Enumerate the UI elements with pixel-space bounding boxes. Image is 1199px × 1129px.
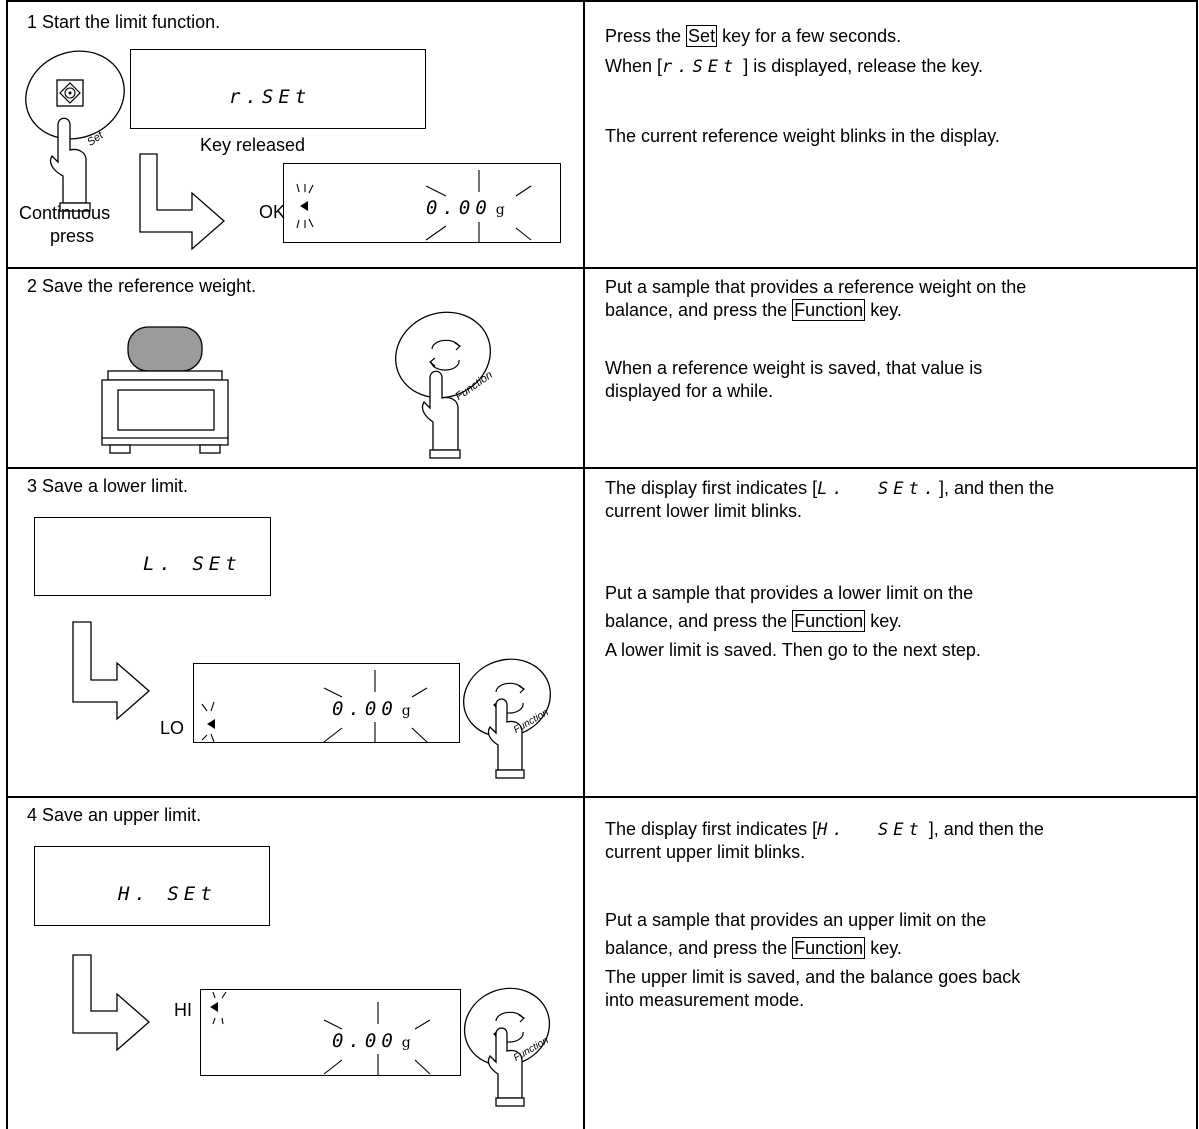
- instruction-line: Put a sample that provides an upper limi…: [605, 909, 986, 932]
- instruction-text: key.: [865, 938, 902, 958]
- instruction-text: The display first indicates [: [605, 819, 817, 839]
- table-column-divider: [583, 0, 585, 1129]
- instruction-line: into measurement mode.: [605, 989, 804, 1012]
- display-code: H. SEt: [817, 820, 924, 840]
- instruction-text: ], and then the: [939, 478, 1054, 498]
- instruction-line: Press the Set key for a few seconds.: [605, 25, 901, 48]
- instruction-text: Press the: [605, 26, 686, 46]
- function-key-ref: Function: [792, 610, 865, 632]
- instruction-line: The upper limit is saved, and the balanc…: [605, 966, 1020, 989]
- instruction-line: When [r.SEt ] is displayed, release the …: [605, 55, 983, 79]
- instruction-text: The display first indicates [: [605, 478, 817, 498]
- instruction-text: When [: [605, 56, 662, 76]
- instruction-line: displayed for a while.: [605, 380, 773, 403]
- instruction-line: The display first indicates [H. SEt ], a…: [605, 818, 1044, 842]
- instruction-text: key.: [865, 300, 902, 320]
- function-key-ref: Function: [792, 299, 865, 321]
- instruction-text: key.: [865, 611, 902, 631]
- set-key-ref: Set: [686, 25, 717, 47]
- display-code: r.SEt: [662, 57, 738, 77]
- instruction-text: ], and then the: [924, 819, 1044, 839]
- instruction-line: The current reference weight blinks in t…: [605, 125, 1000, 148]
- instruction-line: balance, and press the Function key.: [605, 937, 902, 960]
- instruction-line: current upper limit blinks.: [605, 841, 805, 864]
- instruction-text: balance, and press the: [605, 611, 792, 631]
- table-border-right: [1196, 0, 1198, 1129]
- display-code: L. SEt.: [817, 479, 939, 499]
- function-key-press-illustration: [0, 0, 580, 1129]
- instruction-line: current lower limit blinks.: [605, 500, 802, 523]
- instruction-text: key for a few seconds.: [717, 26, 901, 46]
- instruction-line: balance, and press the Function key.: [605, 610, 902, 633]
- instruction-line: balance, and press the Function key.: [605, 299, 902, 322]
- instruction-line: Put a sample that provides a lower limit…: [605, 582, 973, 605]
- instruction-line: When a reference weight is saved, that v…: [605, 357, 982, 380]
- instruction-line: A lower limit is saved. Then go to the n…: [605, 639, 981, 662]
- instruction-text: balance, and press the: [605, 300, 792, 320]
- function-key-ref: Function: [792, 937, 865, 959]
- instruction-line: Put a sample that provides a reference w…: [605, 276, 1026, 299]
- instruction-text: balance, and press the: [605, 938, 792, 958]
- instruction-line: The display first indicates [L. SEt.], a…: [605, 477, 1054, 501]
- instruction-text: ] is displayed, release the key.: [738, 56, 983, 76]
